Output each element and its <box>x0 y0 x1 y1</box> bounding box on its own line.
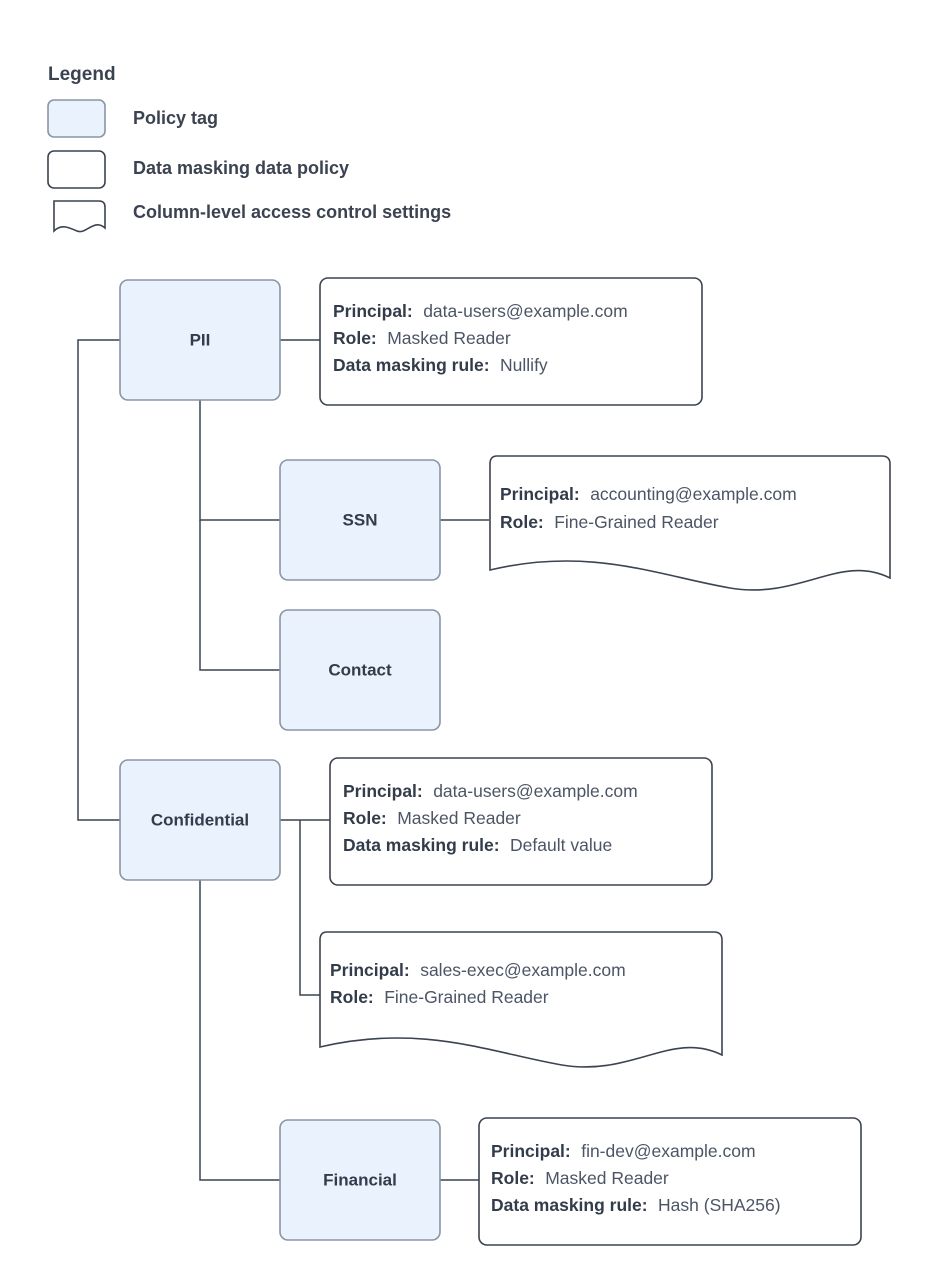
detail-confidential-masking-line: Data masking rule: Default value <box>343 835 612 855</box>
detail-confidential-access-principal-line: Principal: sales-exec@example.com <box>330 960 626 980</box>
detail-financial-role-line: Role: Masked Reader <box>491 1168 669 1188</box>
value-principal: fin-dev@example.com <box>581 1141 755 1161</box>
detail-financial-masking-line: Data masking rule: Hash (SHA256) <box>491 1195 781 1215</box>
node-financial-shape[interactable] <box>279 1119 441 1241</box>
value-masking-rule: Hash (SHA256) <box>658 1195 781 1215</box>
label-principal: Principal: <box>491 1141 571 1161</box>
label-masking-rule: Data masking rule: <box>333 355 490 375</box>
legend-item-label-0: Policy tag <box>133 108 218 128</box>
detail-box-financial-policy[interactable]: Principal: fin-dev@example.com Role: Mas… <box>478 1117 862 1246</box>
label-role: Role: <box>330 987 374 1007</box>
node-contact-label: Contact <box>328 660 392 679</box>
legend-item-label-1: Data masking data policy <box>133 158 349 178</box>
label-masking-rule: Data masking rule: <box>343 835 500 855</box>
value-role: Fine-Grained Reader <box>384 987 549 1007</box>
detail-confidential-access-role-line: Role: Fine-Grained Reader <box>330 987 549 1007</box>
value-principal: sales-exec@example.com <box>420 960 625 980</box>
node-confidential-label: Confidential <box>151 810 249 829</box>
label-principal: Principal: <box>500 484 580 504</box>
detail-ssn-principal-line: Principal: accounting@example.com <box>500 484 797 504</box>
label-principal: Principal: <box>330 960 410 980</box>
detail-box-confidential-policy-shape[interactable] <box>329 757 713 886</box>
value-role: Masked Reader <box>387 328 511 348</box>
node-pii-label: PII <box>190 330 211 349</box>
node-confidential-shape[interactable] <box>119 759 281 881</box>
value-role: Masked Reader <box>545 1168 669 1188</box>
detail-box-financial-policy-shape[interactable] <box>478 1117 862 1246</box>
legend-item-label-2: Column-level access control settings <box>133 202 451 222</box>
node-financial[interactable]: Financial <box>279 1119 441 1241</box>
connector-spine-pii-confidential <box>77 339 120 821</box>
legend: Legend Policy tag Data masking data poli… <box>47 64 451 233</box>
node-contact-shape[interactable] <box>279 609 441 731</box>
detail-box-confidential-access[interactable]: Principal: sales-exec@example.com Role: … <box>319 931 723 1068</box>
node-ssn-shape[interactable] <box>279 459 441 581</box>
label-principal: Principal: <box>343 781 423 801</box>
label-principal: Principal: <box>333 301 413 321</box>
detail-box-pii-policy[interactable]: Principal: data-users@example.com Role: … <box>319 277 703 406</box>
node-ssn[interactable]: SSN <box>279 459 441 581</box>
node-pii[interactable]: PII <box>119 279 281 401</box>
node-ssn-label: SSN <box>343 510 378 529</box>
detail-financial-principal-line: Principal: fin-dev@example.com <box>491 1141 756 1161</box>
node-pii-shape[interactable] <box>119 279 281 401</box>
detail-box-ssn-access[interactable]: Principal: accounting@example.com Role: … <box>489 455 891 591</box>
label-role: Role: <box>343 808 387 828</box>
node-contact[interactable]: Contact <box>279 609 441 731</box>
connector-confidential-to-access-box <box>299 820 320 996</box>
detail-pii-principal-line: Principal: data-users@example.com <box>333 301 628 321</box>
detail-confidential-principal-line: Principal: data-users@example.com <box>343 781 638 801</box>
label-role: Role: <box>491 1168 535 1188</box>
label-masking-rule: Data masking rule: <box>491 1195 648 1215</box>
detail-pii-role-line: Role: Masked Reader <box>333 328 511 348</box>
node-confidential[interactable]: Confidential <box>119 759 281 881</box>
detail-box-confidential-policy[interactable]: Principal: data-users@example.com Role: … <box>329 757 713 886</box>
detail-pii-masking-line: Data masking rule: Nullify <box>333 355 548 375</box>
detail-box-pii-policy-shape[interactable] <box>319 277 703 406</box>
detail-confidential-role-line: Role: Masked Reader <box>343 808 521 828</box>
connector-pii-to-contact <box>199 520 280 671</box>
connector-pii-to-ssn <box>199 400 280 521</box>
value-masking-rule: Default value <box>510 835 612 855</box>
policy-tag-swatch-icon <box>47 99 106 138</box>
value-principal: data-users@example.com <box>433 781 638 801</box>
data-masking-policy-swatch-icon <box>47 150 106 189</box>
value-principal: accounting@example.com <box>590 484 796 504</box>
label-role: Role: <box>333 328 377 348</box>
value-masking-rule: Nullify <box>500 355 548 375</box>
value-role: Masked Reader <box>397 808 521 828</box>
node-financial-label: Financial <box>323 1170 397 1189</box>
detail-box-ssn-access-shape[interactable] <box>489 455 891 591</box>
connector-confidential-to-financial <box>199 880 280 1181</box>
value-role: Fine-Grained Reader <box>554 512 719 532</box>
legend-title: Legend <box>48 64 116 85</box>
label-role: Role: <box>500 512 544 532</box>
connector-group <box>77 339 489 1181</box>
detail-box-confidential-access-shape[interactable] <box>319 931 723 1068</box>
detail-ssn-role-line: Role: Fine-Grained Reader <box>500 512 719 532</box>
value-principal: data-users@example.com <box>423 301 628 321</box>
column-access-settings-swatch-icon <box>53 200 106 233</box>
